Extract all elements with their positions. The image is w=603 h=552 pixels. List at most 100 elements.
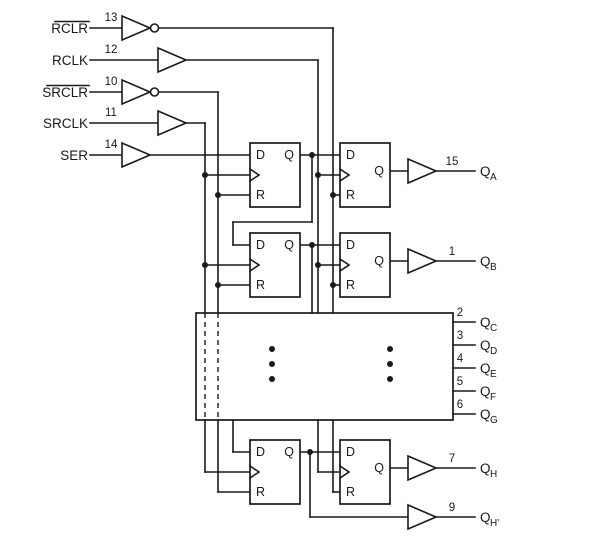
qa-output-buffer (407, 157, 439, 185)
pin-number-10: 10 (105, 76, 118, 88)
output-labels: 15 Q A 1 Q B 2 Q C 3 Q D 4 Q E 5 Q F 6 Q… (446, 156, 500, 529)
ellipsis-dot (269, 376, 275, 382)
ff-r-label: R (256, 485, 265, 499)
ff-q-label: Q (284, 238, 294, 252)
junction-dot (215, 282, 221, 288)
output-label-qb: Q (480, 254, 491, 269)
ff-q-label: Q (374, 254, 384, 268)
junction-dot (202, 172, 208, 178)
shift-path-net (232, 152, 409, 518)
ff-d-label: D (256, 445, 265, 459)
pin-number-4: 4 (457, 353, 464, 365)
output-label-qh-prime: Q (480, 510, 491, 525)
ellipsis-dot (387, 376, 393, 382)
junction-dot (307, 449, 313, 455)
pin-number-15: 15 (446, 156, 459, 168)
clock-wedge-icon (338, 167, 351, 183)
output-subscript: A (490, 172, 497, 183)
junction-dot (315, 262, 321, 268)
ff-r-label: R (346, 278, 355, 292)
pin-number-2: 2 (457, 307, 463, 319)
clock-wedge-icon (248, 464, 261, 480)
output-subscript: B (490, 262, 497, 273)
srclr-net (157, 91, 251, 493)
ser-buffer (121, 141, 153, 169)
junction-dot (309, 242, 315, 248)
output-subscript: H (490, 469, 497, 480)
qh-output-buffer (407, 454, 439, 482)
ellipsis-dot (269, 361, 275, 367)
input-labels: RCLR RCLK SRCLR SRCLK SER 13 12 10 11 14 (42, 12, 118, 163)
input-label-rclk: RCLK (52, 53, 88, 68)
pin-number-3: 3 (457, 330, 463, 342)
pin-number-9: 9 (449, 502, 455, 514)
junction-dot (309, 152, 315, 158)
input-label-srclk: SRCLK (43, 116, 88, 131)
ff-d-label: D (256, 148, 265, 162)
ellipsis-dot (387, 346, 393, 352)
ff-r-label: R (256, 188, 265, 202)
output-subscript: D (490, 346, 497, 357)
output-subscript: C (490, 323, 497, 334)
qh-prime-output-buffer (407, 503, 439, 531)
input-gates (121, 14, 189, 169)
ff-r-label: R (256, 278, 265, 292)
output-wires (389, 170, 476, 518)
flip-flops (248, 142, 391, 505)
input-label-ser: SER (60, 148, 88, 163)
hidden-stages-box (195, 312, 454, 421)
ff-d-label: D (346, 445, 355, 459)
output-subscript: F (490, 392, 496, 403)
ellipsis-dot (387, 361, 393, 367)
pin-number-12: 12 (105, 44, 118, 56)
ff-r-label: R (346, 188, 355, 202)
rclk-net (185, 59, 341, 473)
hidden-stages-detail (204, 313, 393, 420)
ff-r-label: R (346, 485, 355, 499)
pin-number-14: 14 (105, 139, 118, 151)
ellipsis-dot (269, 346, 275, 352)
input-label-rclr: RCLR (51, 21, 88, 36)
pin-number-5: 5 (457, 376, 463, 388)
clock-wedge-icon (248, 167, 261, 183)
ff-port-labels: D Q R D Q R D Q R D Q R D Q R D Q R (256, 148, 384, 499)
junction-dot (315, 172, 321, 178)
inverter-bubble (149, 23, 160, 33)
ff-d-label: D (346, 238, 355, 252)
pin-number-1: 1 (449, 246, 455, 258)
junction-dot (202, 262, 208, 268)
output-label-qa: Q (480, 164, 491, 179)
output-subscript: H' (490, 518, 499, 529)
output-label-qf: Q (480, 384, 491, 399)
srclk-buffer (157, 109, 189, 137)
rclk-buffer (157, 46, 189, 74)
ff-q-label: Q (374, 461, 384, 475)
input-wires (89, 27, 159, 156)
pin-number-13: 13 (105, 12, 118, 24)
srclk-net (185, 122, 251, 473)
output-label-qd: Q (480, 338, 491, 353)
junction-dot (330, 192, 336, 198)
output-label-qg: Q (480, 407, 491, 422)
pin-number-6: 6 (457, 399, 463, 411)
ff-q-label: Q (284, 445, 294, 459)
output-label-qc: Q (480, 315, 491, 330)
ff-d-label: D (256, 238, 265, 252)
output-label-qe: Q (480, 361, 491, 376)
clock-wedge-icon (338, 464, 351, 480)
pin-number-7: 7 (449, 453, 455, 465)
junction-dot (215, 192, 221, 198)
rclr-inverter (121, 14, 153, 42)
ff-q-label: Q (284, 148, 294, 162)
shift-ff-b (249, 232, 301, 298)
clock-wedge-icon (248, 257, 261, 273)
output-label-qh: Q (480, 461, 491, 476)
inverter-bubble (149, 87, 160, 97)
junction-dot (330, 282, 336, 288)
input-label-srclr: SRCLR (42, 85, 88, 100)
srclr-inverter (121, 78, 153, 106)
ff-d-label: D (346, 148, 355, 162)
qb-output-buffer (407, 247, 439, 275)
